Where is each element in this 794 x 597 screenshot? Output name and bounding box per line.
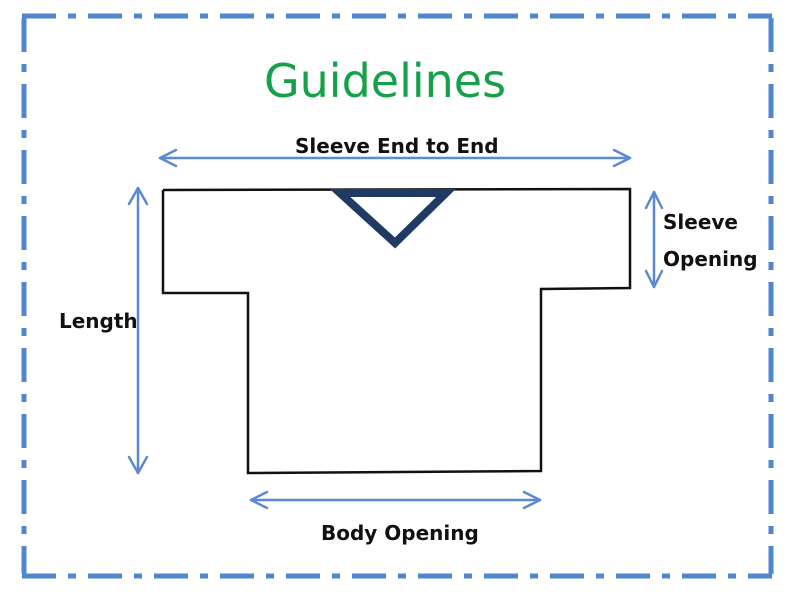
length-arrow xyxy=(127,186,149,475)
page-title: Guidelines xyxy=(264,54,507,108)
body-opening-arrow xyxy=(249,490,542,510)
body-opening-label: Body Opening xyxy=(321,521,479,545)
sleeve-opening-label-line2: Opening xyxy=(663,247,758,271)
shirt-outline xyxy=(161,187,632,475)
sleeve-opening-label-line1: Sleeve xyxy=(663,210,738,234)
sleeve-end-to-end-arrow xyxy=(158,148,632,168)
v-neck-collar xyxy=(329,189,456,249)
dashed-border-frame xyxy=(21,13,774,579)
length-label: Length xyxy=(59,309,138,333)
sleeve-opening-arrow xyxy=(644,190,664,289)
dimension-arrows xyxy=(127,148,664,510)
sleeve-end-to-end-label: Sleeve End to End xyxy=(295,134,499,158)
